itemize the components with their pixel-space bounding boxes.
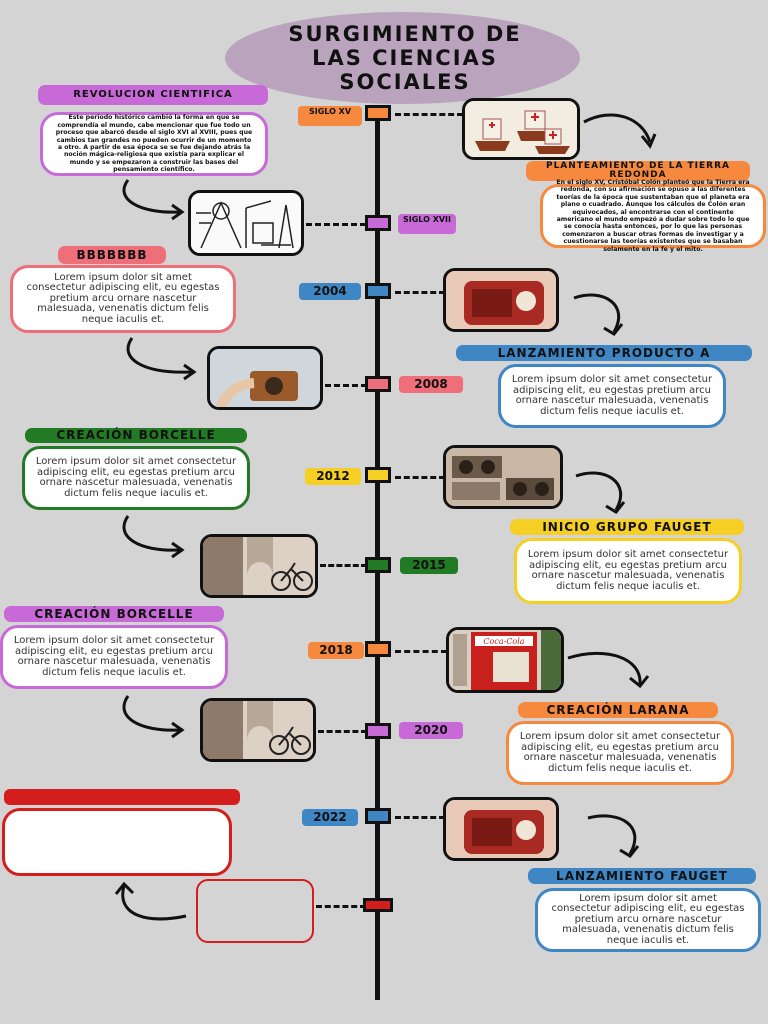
event-heading: LANZAMIENTO PRODUCTO A — [456, 345, 752, 361]
year-tag: 2018 — [308, 642, 364, 659]
scientific-instruments-engraving — [188, 190, 304, 256]
event-heading: CREACIÓN BORCELLE — [25, 428, 247, 443]
event-heading: CREACIÓN LARANA — [518, 702, 718, 718]
event-description-placeholder — [2, 808, 232, 876]
timeline-node[interactable] — [365, 557, 391, 573]
event-description: Lorem ipsum dolor sit amet consectetur a… — [22, 446, 250, 510]
event-heading: LANZAMIENTO FAUGET — [528, 868, 756, 884]
timeline-node[interactable] — [365, 105, 391, 121]
curved-arrow-icon — [122, 515, 185, 559]
coca-cola-vending-machine-photo: Coca-Cola — [446, 627, 564, 693]
connector-dash — [306, 223, 366, 226]
event-heading: BBBBBBB — [58, 246, 166, 264]
caravel-ships-photo — [462, 98, 580, 160]
event-description: Lorem ipsum dolor sit amet consectetur a… — [0, 625, 228, 689]
vintage-radio-photo — [443, 268, 559, 332]
connector-dash — [395, 650, 447, 653]
event-heading: CREACIÓN BORCELLE — [4, 606, 224, 622]
connector-dash — [325, 384, 367, 387]
event-description: Lorem ipsum dolor sit amet consectetur a… — [514, 538, 742, 604]
connector-dash — [395, 113, 463, 116]
siglo-xv-tag: SIGLO XV — [298, 106, 362, 126]
event-description: Este periodo histórico cambió la forma e… — [40, 112, 268, 176]
curved-arrow-icon — [587, 814, 640, 858]
curved-arrow-icon — [122, 695, 185, 739]
event-description: Lorem ipsum dolor sit amet consectetur a… — [535, 888, 761, 952]
year-tag: 2012 — [305, 468, 361, 485]
timeline-node[interactable] — [365, 467, 391, 483]
timeline-node[interactable] — [365, 376, 391, 392]
retro-boombox-photo — [443, 445, 563, 509]
curved-arrow-icon — [573, 293, 624, 336]
timeline-node[interactable] — [365, 641, 391, 657]
year-tag: 2015 — [400, 557, 458, 574]
connector-dash — [316, 905, 366, 908]
connector-dash — [320, 564, 367, 567]
street-bicycle-photo — [200, 698, 316, 762]
event-description: Lorem ipsum dolor sit amet consectetur a… — [506, 721, 734, 785]
siglo-xvii-tag: SIGLO XVII — [398, 214, 456, 234]
vintage-radio-photo — [443, 797, 559, 861]
street-bicycle-photo — [200, 534, 318, 598]
timeline-node[interactable] — [365, 808, 391, 824]
year-tag: 2008 — [399, 376, 463, 393]
timeline-node[interactable] — [363, 898, 393, 912]
event-heading: REVOLUCION CIENTIFICA — [38, 85, 268, 105]
curved-arrow-icon — [126, 337, 197, 381]
timeline-node[interactable] — [365, 723, 391, 739]
camera-hand-photo — [207, 346, 323, 410]
event-heading: PLANTEAMIENTO DE LA TIERRA REDONDA — [526, 161, 750, 181]
event-heading-placeholder — [4, 789, 240, 805]
timeline-spine — [375, 105, 380, 1000]
curved-arrow-icon — [583, 113, 657, 149]
connector-dash — [395, 816, 445, 819]
year-tag: 2004 — [299, 283, 361, 300]
year-tag: 2020 — [399, 722, 463, 739]
curved-arrow-icon — [114, 881, 187, 921]
event-heading: INICIO GRUPO FAUGET — [510, 519, 744, 535]
curved-arrow-icon — [122, 179, 185, 221]
photo-placeholder — [196, 879, 314, 943]
title-background — [225, 12, 580, 104]
curved-arrow-icon — [575, 471, 626, 514]
connector-dash — [318, 730, 367, 733]
curved-arrow-icon — [567, 651, 650, 689]
year-tag: 2022 — [302, 809, 358, 826]
connector-dash — [395, 476, 445, 479]
event-description: Lorem ipsum dolor sit amet consectetur a… — [10, 265, 236, 333]
page-title: SURGIMIENTO DE LAS CIENCIAS SOCIALES — [288, 22, 522, 94]
event-description: Lorem ipsum dolor sit amet consectetur a… — [498, 364, 726, 428]
timeline-node[interactable] — [365, 283, 391, 299]
timeline-node[interactable] — [365, 215, 391, 231]
connector-dash — [395, 291, 445, 294]
svg-text:Coca-Cola: Coca-Cola — [483, 637, 524, 646]
event-description: En el siglo XV, Cristóbal Colón planteó … — [540, 179, 766, 253]
